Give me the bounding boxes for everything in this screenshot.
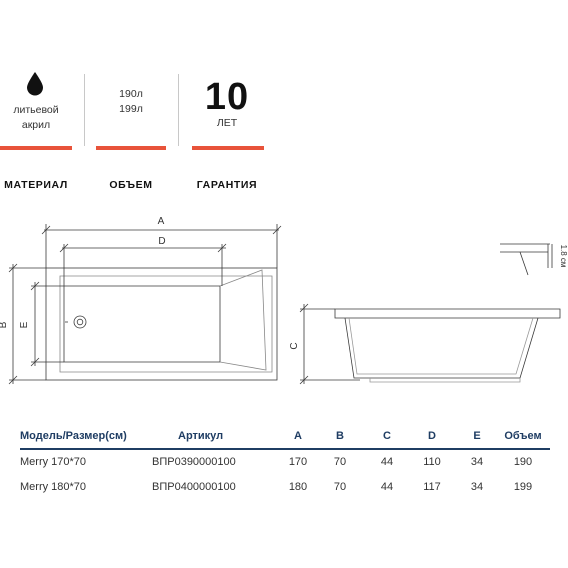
cell-article: ВПР0400000100: [152, 481, 236, 493]
technical-drawing: A D B E C 1.8 см: [0, 216, 568, 385]
cell-d: 117: [423, 481, 441, 493]
volume-line-1: 190л: [119, 88, 143, 100]
cell-model: Merry 170*70: [20, 456, 87, 468]
warranty-accent-bar: [192, 146, 264, 150]
cell-a: 170: [288, 456, 308, 468]
cell-b: 70: [333, 456, 347, 468]
table-header-rule: [20, 448, 550, 450]
header-d: D: [428, 430, 436, 442]
drain-inner: [76, 318, 84, 326]
cell-c: 44: [380, 481, 394, 493]
header-b: B: [336, 430, 344, 442]
header-article: Артикул: [178, 430, 224, 442]
bathtub-side-body: [344, 317, 539, 379]
header-model: Модель/Размер(см): [20, 430, 127, 442]
volume-label: ОБЪЕМ: [109, 179, 153, 191]
dim-label-b: B: [0, 321, 9, 328]
drop-icon: [27, 72, 43, 96]
warranty-years: 10: [204, 76, 250, 118]
cell-article: ВПР0390000100: [152, 456, 236, 468]
header-a: A: [294, 430, 302, 442]
dim-label-e: E: [19, 321, 30, 328]
header-e: E: [473, 430, 481, 442]
drain-outer: [73, 315, 87, 329]
bathtub-rim: [59, 275, 273, 373]
volume-value: 190л 199л: [96, 87, 166, 117]
cell-model: Merry 180*70: [20, 481, 87, 493]
material-label: МАТЕРИАЛ: [4, 179, 68, 191]
cell-volume: 190: [513, 456, 533, 468]
divider-2: [178, 74, 179, 146]
material-accent-bar: [0, 146, 72, 150]
volume-accent-bar: [96, 146, 166, 150]
cell-b: 70: [333, 481, 347, 493]
material-line-2: акрил: [21, 119, 51, 131]
dim-label-a: A: [158, 216, 165, 227]
header-c: C: [383, 430, 391, 442]
cell-e: 34: [470, 456, 484, 468]
header-volume: Объем: [504, 430, 542, 442]
divider-1: [84, 74, 85, 146]
dim-label-d: D: [158, 236, 165, 247]
cell-volume: 199: [513, 481, 533, 493]
material-value: литьевой акрил: [0, 103, 72, 133]
bathtub-backrest: [219, 269, 267, 371]
bathtub-top-outer: [45, 267, 278, 381]
edge-thickness-label: 1.8 см: [559, 245, 568, 268]
cell-c: 44: [380, 456, 394, 468]
dim-label-c: C: [289, 342, 300, 349]
warranty-label: ГАРАНТИЯ: [196, 179, 258, 191]
bathtub-basin: [63, 285, 221, 363]
cell-e: 34: [470, 481, 484, 493]
warranty-unit: ЛЕТ: [216, 117, 238, 129]
material-line-1: литьевой: [13, 104, 59, 116]
cell-a: 180: [288, 481, 308, 493]
volume-line-2: 199л: [119, 103, 143, 115]
cell-d: 110: [423, 456, 441, 468]
bathtub-side-rim: [334, 308, 561, 319]
edge-detail: [500, 243, 550, 253]
